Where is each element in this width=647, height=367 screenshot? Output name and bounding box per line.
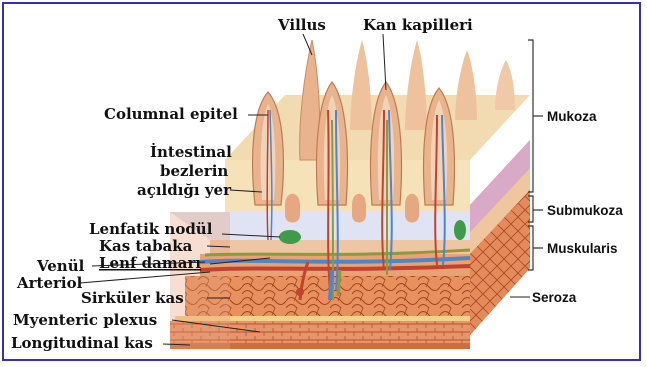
lymphatic-nodule (279, 230, 301, 244)
label-kas-tabaka: Kas tabaka (99, 237, 193, 255)
vessel-band (200, 254, 470, 276)
lymphatic-nodule-2 (454, 220, 466, 240)
block-side-face (470, 140, 530, 335)
label-lenfatik-nodul: Lenfatik nodül (89, 220, 213, 238)
label-venul: Venül (36, 257, 85, 275)
label-lenf-damari: Lenf damarı (99, 254, 201, 272)
layer-brackets (528, 40, 543, 270)
label-longitudinal-kas: Longitudinal kas (11, 334, 153, 352)
label-submukoza: Submukoza (547, 203, 623, 218)
label-columnal-epitel: Columnal epitel (104, 105, 238, 123)
label-intestinal-2: bezlerin (160, 162, 228, 180)
label-intestinal-3: açıldığı yer (137, 181, 232, 199)
label-sirkuler-kas: Sirküler kas (81, 289, 184, 307)
label-kan-kapilleri: Kan kapilleri (363, 16, 473, 34)
label-muskularis: Muskularis (547, 241, 618, 256)
label-intestinal-1: İntestinal (150, 142, 232, 161)
label-villus: Villus (277, 16, 326, 34)
label-myenteric-plexus: Myenteric plexus (13, 311, 157, 329)
label-arteriol: Arteriol (16, 274, 83, 292)
label-mukoza: Mukoza (547, 109, 597, 124)
label-seroza: Seroza (532, 290, 577, 305)
